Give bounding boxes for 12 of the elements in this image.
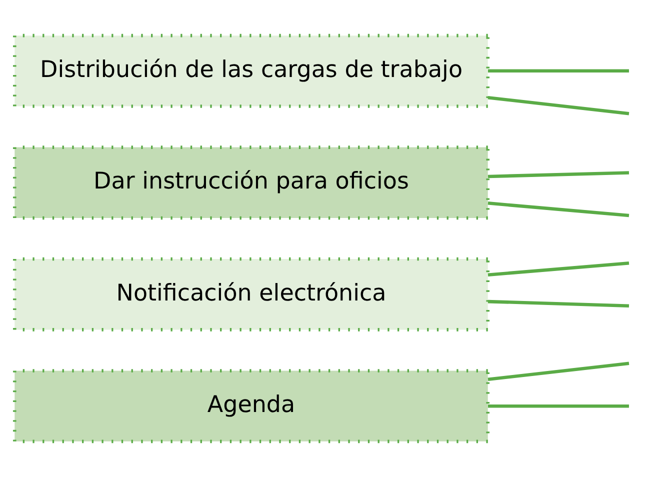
node-box: Agenda <box>13 369 490 444</box>
connector <box>488 69 629 73</box>
connector <box>488 404 629 408</box>
connector <box>488 262 630 276</box>
connector <box>488 96 630 116</box>
node-box: Dar instrucción para oficios <box>13 146 490 220</box>
connector <box>488 171 630 178</box>
connector <box>488 362 630 382</box>
node-box: Distribución de las cargas de trabajo <box>13 34 490 108</box>
connector <box>488 202 630 218</box>
connector <box>488 300 630 308</box>
node-box: Notificación electrónica <box>13 257 490 332</box>
